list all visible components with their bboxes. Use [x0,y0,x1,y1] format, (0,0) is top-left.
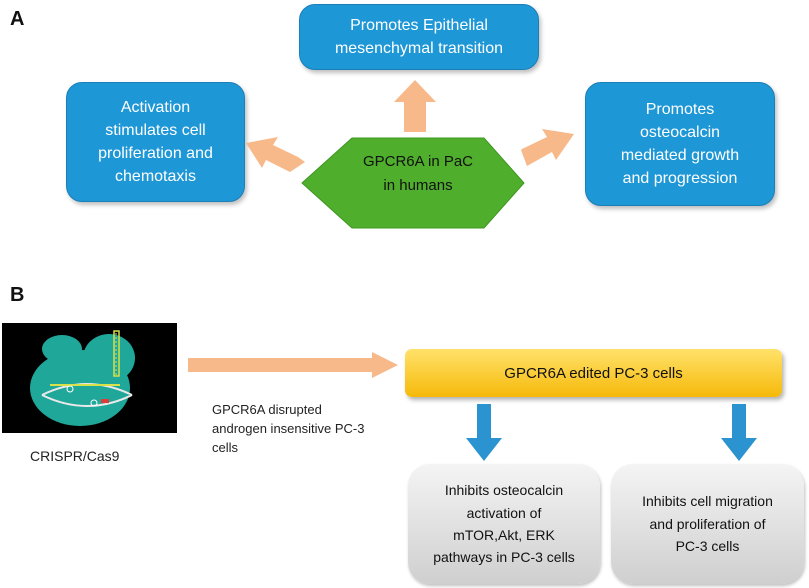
edited-cells-box: GPCR6A edited PC-3 cells [405,349,782,397]
left-effect-box: Activation stimulates cell proliferation… [66,82,245,202]
crispr-cas9-image [2,323,177,433]
arrow-caption: GPCR6A disrupted androgen insensitive PC… [212,402,365,455]
panel-b-label: B [10,284,25,306]
outcome-left-box: Inhibits osteocalcin activation of mTOR,… [408,464,600,584]
right-effect-box: Promotes osteocalcin mediated growth and… [585,82,775,206]
up-arrow [394,80,436,132]
center-node-label: GPCR6A in PaC in humans [362,153,474,194]
top-effect-box: Promotes Epithelial mesenchymal transiti… [299,4,539,70]
left-arrow [246,137,305,172]
center-hexagon [301,137,525,229]
right-arrow [521,129,574,166]
panel-a-label: A [10,8,25,30]
down-arrow-left [466,404,502,461]
down-arrow-right [721,404,757,461]
crispr-caption: CRISPR/Cas9 [30,448,120,464]
editing-arrow [188,352,398,378]
outcome-right-box: Inhibits cell migration and proliferatio… [611,464,804,584]
